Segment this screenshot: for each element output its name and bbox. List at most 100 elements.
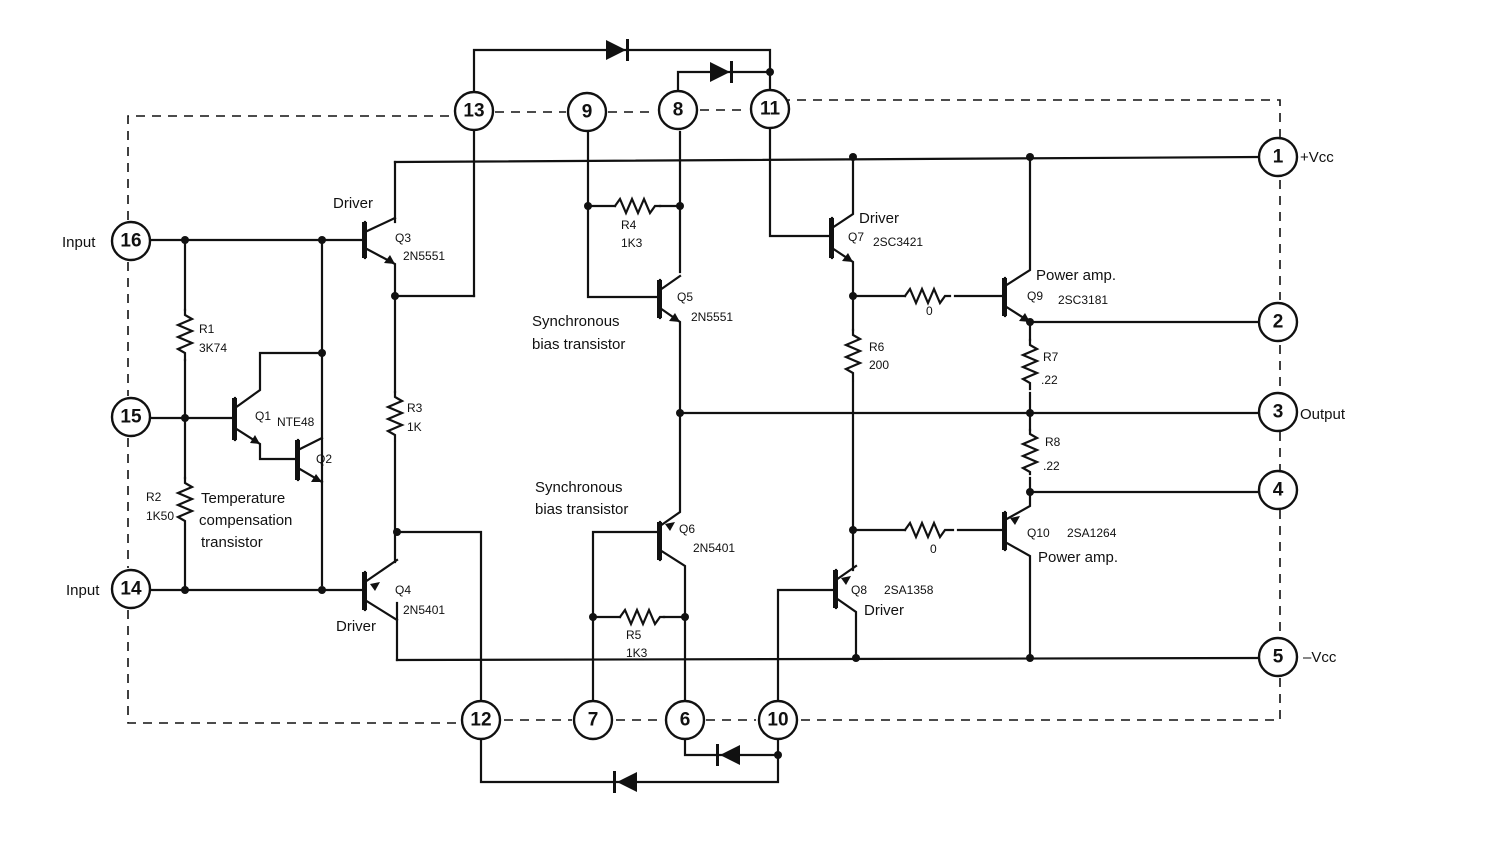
r1-ref: R1: [199, 322, 215, 336]
q7-part: 2SC3421: [873, 235, 923, 249]
r6-ref: R6: [869, 340, 885, 354]
vcc-pos-label: +Vcc: [1300, 149, 1334, 166]
svg-text:16: 16: [120, 231, 141, 252]
rq10-value: 0: [930, 542, 937, 556]
q10-ref: Q10: [1027, 526, 1050, 540]
svg-text:12: 12: [470, 710, 491, 731]
temp-comp-line1: Temperature: [201, 490, 285, 507]
q2-ref: Q2: [316, 452, 332, 466]
pin-6: 6: [664, 699, 706, 741]
q4-role: Driver: [336, 618, 376, 635]
q8-part: 2SA1358: [884, 583, 934, 597]
svg-text:1: 1: [1273, 147, 1284, 168]
svg-text:13: 13: [463, 101, 484, 122]
q4-part: 2N5401: [403, 603, 445, 617]
q9-role: Power amp.: [1036, 267, 1116, 284]
output-label: Output: [1300, 406, 1346, 423]
pin-4: 4: [1257, 469, 1299, 511]
q9-part: 2SC3181: [1058, 293, 1108, 307]
pin-8: 8: [657, 89, 699, 131]
pin-9: 9: [566, 91, 608, 133]
q9-ref: Q9: [1027, 289, 1043, 303]
input-14-label: Input: [66, 582, 100, 599]
svg-text:5: 5: [1273, 647, 1284, 668]
pin-7: 7: [572, 699, 614, 741]
package-outline: [127, 99, 1281, 724]
r8-resistor: [1020, 428, 1040, 476]
r4-ref: R4: [621, 218, 637, 232]
r7-resistor: [1020, 338, 1040, 391]
svg-text:4: 4: [1273, 480, 1284, 501]
r4-resistor: [613, 196, 662, 216]
r5-value: 1K3: [626, 646, 648, 660]
r7-ref: R7: [1043, 350, 1059, 364]
junction-dots: [181, 68, 1034, 759]
q5-part: 2N5551: [691, 310, 733, 324]
pin-13: 13: [453, 90, 495, 132]
q6-ref: Q6: [679, 522, 695, 536]
pin-3: 3: [1257, 391, 1299, 433]
r5-resistor: [618, 607, 666, 627]
transistor-bars: [232, 218, 1030, 610]
wires: [149, 48, 1261, 784]
svg-text:10: 10: [767, 710, 788, 731]
diode-6-10: [720, 745, 740, 765]
svg-text:3: 3: [1273, 402, 1284, 423]
svg-text:8: 8: [673, 100, 684, 121]
r3-value: 1K: [407, 420, 422, 434]
r5-ref: R5: [626, 628, 642, 642]
rq10-resistor: [903, 520, 955, 540]
svg-text:14: 14: [120, 579, 142, 600]
pin-10: 10: [757, 699, 799, 741]
pin-16: 16: [110, 220, 152, 262]
svg-text:6: 6: [680, 710, 691, 731]
r8-ref: R8: [1045, 435, 1061, 449]
pin-5: 5: [1257, 636, 1299, 678]
r3-resistor: [385, 390, 405, 442]
pin-12: 12: [460, 699, 502, 741]
pin-11: 11: [749, 88, 791, 130]
r1-resistor: [175, 308, 195, 362]
r2-value: 1K50: [146, 509, 174, 523]
input-16-label: Input: [62, 234, 96, 251]
q8-role: Driver: [864, 602, 904, 619]
pin-1: 1: [1257, 136, 1299, 178]
q6-role-line1: Synchronous: [535, 479, 623, 496]
pin-14: 14: [110, 568, 152, 610]
r1-value: 3K74: [199, 341, 227, 355]
svg-text:15: 15: [120, 407, 142, 428]
r7-value: .22: [1041, 373, 1058, 387]
rq9-resistor: [903, 286, 952, 306]
svg-text:11: 11: [760, 99, 781, 120]
vcc-neg-label: –Vcc: [1303, 649, 1337, 666]
resistors: [175, 196, 1040, 627]
q1-ref: Q1: [255, 409, 271, 423]
temp-comp-line2: compensation: [199, 512, 292, 529]
pin-15: 15: [110, 396, 152, 438]
diodes: [606, 39, 740, 793]
r8-value: .22: [1043, 459, 1060, 473]
q4-ref: Q4: [395, 583, 411, 597]
diode-13-11: [606, 40, 626, 60]
svg-text:7: 7: [588, 710, 599, 731]
q5-ref: Q5: [677, 290, 693, 304]
q8-ref: Q8: [851, 583, 867, 597]
r6-resistor: [843, 328, 863, 382]
diode-10-12: [617, 772, 637, 792]
rq9-value: 0: [926, 304, 933, 318]
q3-ref: Q3: [395, 231, 411, 245]
pin-2: 2: [1257, 301, 1299, 343]
svg-text:2: 2: [1273, 312, 1284, 333]
q7-ref: Q7: [848, 230, 864, 244]
q5-role-line2: bias transistor: [532, 336, 625, 353]
q7-role: Driver: [859, 210, 899, 227]
q3-part: 2N5551: [403, 249, 445, 263]
r6-value: 200: [869, 358, 889, 372]
q3-role: Driver: [333, 195, 373, 212]
q10-role: Power amp.: [1038, 549, 1118, 566]
r4-value: 1K3: [621, 236, 643, 250]
q6-role-line2: bias transistor: [535, 501, 628, 518]
q6-part: 2N5401: [693, 541, 735, 555]
r2-ref: R2: [146, 490, 162, 504]
